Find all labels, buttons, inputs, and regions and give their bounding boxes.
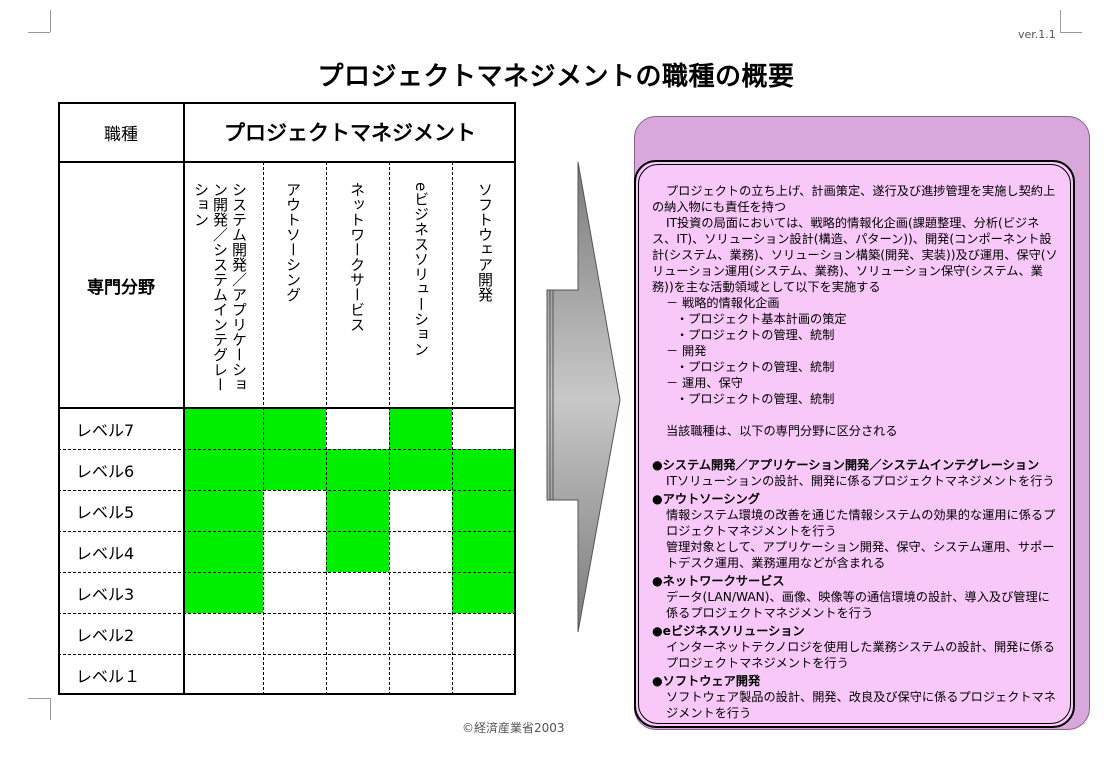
specialty-system-dev: システム開発／アプリケーション開発／システムインテグレーション: [192, 182, 248, 392]
grid-line: [452, 162, 453, 695]
crop-mark-top-left: [28, 32, 50, 33]
description-line: ・プロジェクトの管理、統制: [676, 328, 835, 342]
header-name-cell: プロジェクトマネジメント: [184, 102, 516, 162]
table-column-divider: [183, 102, 185, 695]
description-text: プロジェクトの立ち上げ、計画策定、遂行及び進捗管理を実施し契約上の納入物にも責任…: [652, 183, 1062, 721]
grid-line: [58, 613, 516, 614]
level-label: レベル4: [76, 543, 135, 563]
level-cell-filled: [184, 449, 263, 490]
crop-mark-top-right: [1060, 32, 1082, 33]
specialty-outsourcing: アウトソーシング: [284, 182, 302, 302]
table-level-divider: [58, 407, 516, 409]
level-cell-filled: [452, 449, 516, 490]
level-cell-filled: [452, 490, 516, 531]
copyright-notice: ©経済産業省2003: [462, 721, 565, 735]
level-cell-filled: [184, 572, 263, 613]
grid-line: [326, 162, 327, 695]
grid-line: [58, 531, 516, 532]
description-line: － 戦略的情報化企画: [666, 296, 780, 310]
version-label: ver.1.1: [1018, 28, 1056, 41]
level-cell-filled: [326, 490, 389, 531]
right-arrow-shape: [546, 161, 621, 633]
table-outer-border: [58, 102, 516, 695]
crop-mark-bottom-left: [28, 698, 50, 699]
level-label: レベル6: [76, 461, 135, 481]
grid-line: [58, 449, 516, 450]
description-panel: [634, 160, 1075, 728]
description-line: 情報システム環境の改善を通じた情報システムの効果的な運用に係るプロジェクトマネジ…: [666, 508, 1056, 538]
level-cell-filled: [452, 531, 516, 572]
description-line: ITソリューションの設計、開発に係るプロジェクトマネジメントを行う: [666, 474, 1055, 488]
description-line: 管理対象として、アプリケーション開発、保守、システム運用、サポートデスク運用、業…: [666, 540, 1055, 570]
level-cell-filled: [263, 408, 326, 449]
level-cell-filled: [326, 449, 389, 490]
header-field-cell: 専門分野: [58, 162, 184, 408]
specialty-heading: ●アウトソーシング: [652, 492, 760, 506]
level-cell-filled: [263, 449, 326, 490]
level-cell-filled: [184, 531, 263, 572]
level-label: レベル2: [76, 625, 135, 645]
description-line: － 運用、保守: [666, 376, 743, 390]
description-panel-inner-border: [638, 164, 1071, 724]
specialty-ebusiness: eビジネスソリューション: [412, 182, 430, 357]
description-line: データ(LAN/WAN)、画像、映像等の通信環境の設計、導入及び管理に係るプロジ…: [666, 590, 1050, 620]
level-label: レベル１: [76, 666, 141, 686]
level-cell-filled: [389, 408, 452, 449]
level-cell-filled: [326, 531, 389, 572]
grid-line: [58, 654, 516, 655]
header-name-label: プロジェクトマネジメント: [224, 121, 476, 145]
specialty-network-service: ネットワークサービス: [348, 182, 366, 332]
header-job-cell: 職種: [58, 102, 184, 162]
grid-line: [58, 490, 516, 491]
description-line: 当該職種は、以下の専門分野に区分される: [666, 424, 898, 438]
level-cell-filled: [389, 449, 452, 490]
specialty-heading: ●ネットワークサービス: [652, 574, 785, 588]
header-job-label: 職種: [104, 124, 138, 145]
page-title: プロジェクトマネジメントの職種の概要: [317, 62, 795, 92]
description-line: [652, 439, 1062, 455]
description-line: － 開発: [666, 344, 707, 358]
description-line: ソフトウェア製品の設計、開発、改良及び保守に係るプロジェクトマネジメントを行う: [666, 690, 1056, 720]
level-label: レベル5: [76, 502, 135, 522]
skill-level-table: 職種 プロジェクトマネジメント 専門分野 システム開発／アプリケーション開発／シ…: [58, 102, 516, 695]
grid-line: [389, 162, 390, 695]
crop-mark-top-right-v: [1060, 10, 1061, 32]
specialty-heading: ●ソフトウェア開発: [652, 674, 761, 688]
grid-line: [58, 572, 516, 573]
description-line: [652, 407, 1062, 423]
specialty-heading: ●eビジネスソリューション: [652, 624, 805, 638]
table-header-divider: [58, 161, 516, 163]
level-cell-filled: [184, 490, 263, 531]
level-cell-filled: [184, 408, 263, 449]
crop-mark-top-left-v: [50, 10, 51, 32]
level-cell-filled: [452, 572, 516, 613]
description-line: インターネットテクノロジを使用した業務システムの設計、開発に係るプロジェクトマネ…: [666, 640, 1055, 670]
level-label: レベル7: [76, 420, 135, 440]
description-line: プロジェクトの立ち上げ、計画策定、遂行及び進捗管理を実施し契約上の納入物にも責任…: [652, 184, 1056, 214]
level-label: レベル3: [76, 584, 135, 604]
grid-line: [263, 162, 264, 695]
specialty-software-dev: ソフトウェア開発: [476, 182, 494, 302]
specialty-heading: ●システム開発／アプリケーション開発／システムインテグレーション: [652, 458, 1040, 472]
description-line: IT投資の局面においては、戦略的情報化企画(課題整理、分析(ビジネス、IT)、ソ…: [652, 216, 1058, 294]
crop-mark-bottom-left-v: [50, 698, 51, 720]
description-line: ・プロジェクトの管理、統制: [676, 360, 835, 374]
header-field-label: 専門分野: [87, 277, 155, 298]
description-line: ・プロジェクト基本計画の策定: [676, 312, 847, 326]
description-line: ・プロジェクトの管理、統制: [676, 392, 835, 406]
